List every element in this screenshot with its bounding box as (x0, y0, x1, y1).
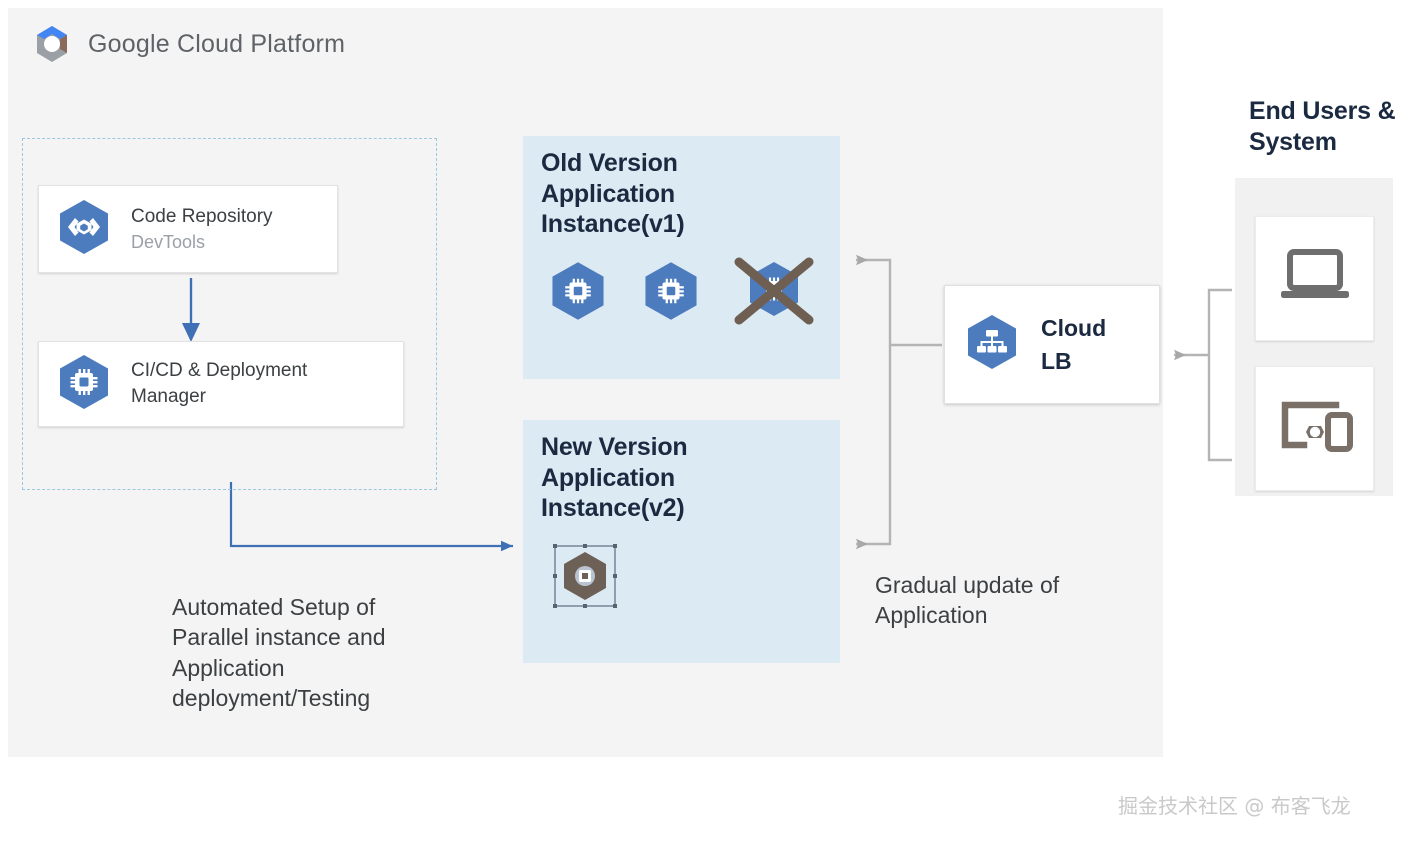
gcp-logo-text: Google Cloud Platform (88, 29, 346, 58)
end-users-panel (1235, 178, 1393, 496)
new-version-instance-row (549, 540, 621, 617)
deployment-chip-hexagon-icon (53, 353, 115, 416)
card-cicd-title: CI/CD & Deployment Manager (131, 360, 308, 407)
cloud-lb-label-line2: LB (1041, 347, 1072, 374)
connector-users-to-lb (1174, 288, 1232, 462)
box-new-version-application-instance: New Version Application Instance(v2) (523, 420, 840, 663)
vm-chip-hexagon-selected-icon[interactable] (549, 540, 621, 617)
gcp-hexagon-logo-icon (30, 22, 74, 66)
device-card-laptop[interactable] (1255, 216, 1374, 341)
old-version-instance-row (545, 254, 817, 333)
terminated-x-icon (734, 257, 814, 325)
load-balancer-hexagon-icon (961, 313, 1023, 376)
cloud-lb-label-line1: Cloud (1041, 314, 1107, 341)
code-repository-hexagon-icon (53, 198, 115, 261)
device-card-devices[interactable] (1255, 366, 1374, 491)
old-version-title: Old Version Application Instance(v1) (541, 149, 685, 238)
card-code-repository-subtitle: DevTools (131, 231, 206, 252)
card-cloud-lb[interactable]: Cloud LB (944, 285, 1160, 404)
box-old-version-application-instance: Old Version Application Instance(v1) (523, 136, 840, 379)
caption-automated-setup: Automated Setup of Parallel instance and… (172, 594, 386, 712)
end-users-title: End Users & System (1249, 97, 1396, 156)
vm-chip-hexagon-icon[interactable] (545, 260, 611, 327)
card-code-repository-title: Code Repository (131, 206, 273, 228)
new-version-title: New Version Application Instance(v2) (541, 433, 688, 522)
card-cicd-deployment-manager[interactable]: CI/CD & Deployment Manager (38, 341, 404, 427)
laptop-icon (1277, 245, 1353, 312)
watermark: 掘金技术社区 @ 布客飞龙 (1118, 794, 1351, 818)
devices-icon (1276, 396, 1354, 461)
vm-chip-hexagon-terminated-icon[interactable] (731, 254, 817, 333)
vm-chip-hexagon-icon[interactable] (638, 260, 704, 327)
pipeline-group-container (22, 138, 437, 490)
card-code-repository[interactable]: Code Repository DevTools (38, 185, 338, 273)
gcp-logo: Google Cloud Platform (30, 22, 345, 66)
caption-gradual-update: Gradual update of Application (875, 572, 1060, 629)
